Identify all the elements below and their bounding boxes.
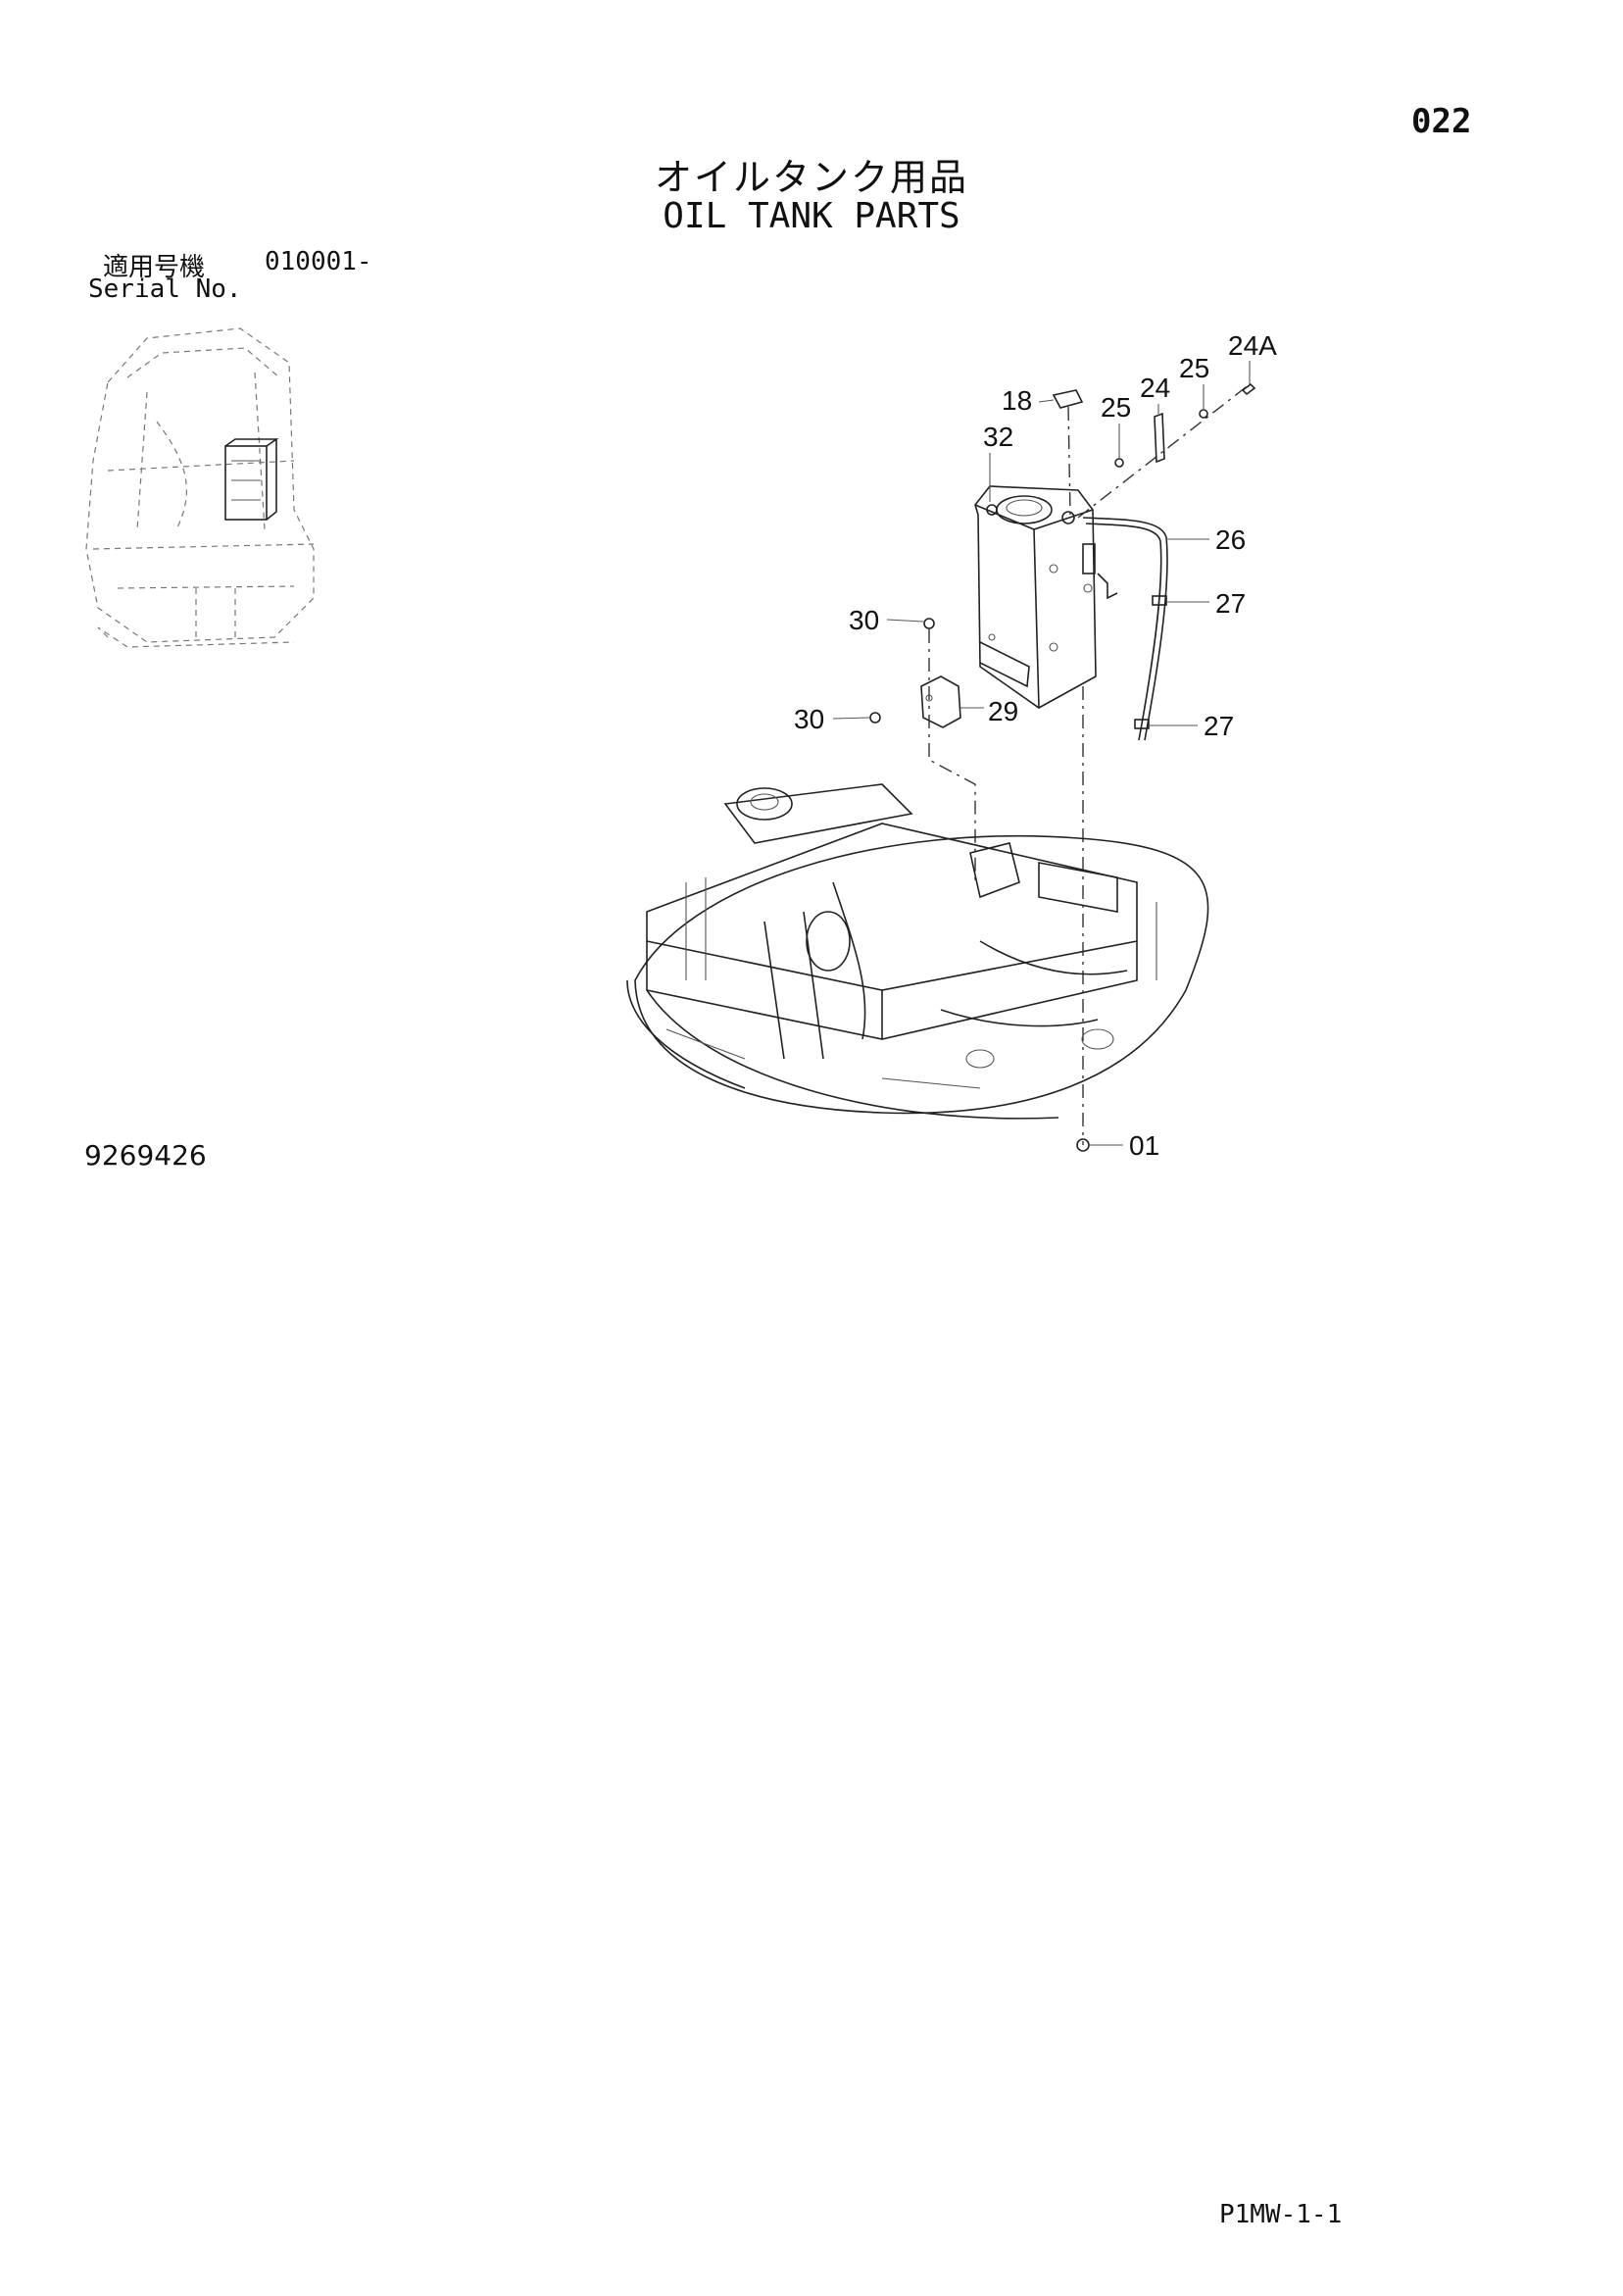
bracket [869, 618, 1084, 1145]
callout-25b: 25 [1179, 353, 1209, 383]
revolving-frame [626, 783, 1209, 1120]
callout-30b: 30 [794, 704, 824, 734]
page-number: 022 [1411, 102, 1472, 141]
serial-code: 010001- [265, 247, 372, 276]
page-title-en: OIL TANK PARTS [663, 196, 960, 236]
callout-18: 18 [1002, 385, 1032, 416]
oil-tank [974, 485, 1097, 709]
diagram-number: 9269426 [84, 1139, 207, 1172]
serial-label-jp: 適用号機 [103, 253, 206, 282]
callout-29: 29 [988, 696, 1018, 726]
callout-30a: 30 [849, 605, 879, 635]
bolt-30a [923, 618, 935, 629]
callout-32: 32 [983, 422, 1013, 452]
callout-27a: 27 [1215, 588, 1246, 619]
bolt-30b [869, 712, 881, 724]
callout-01: 01 [1129, 1130, 1159, 1161]
thumbnail-oil-tank [224, 445, 268, 521]
callout-24: 24 [1140, 373, 1170, 403]
callout-25a: 25 [1101, 392, 1131, 423]
cap-and-hardware [1052, 382, 1256, 519]
callout-27b: 27 [1204, 711, 1234, 741]
page-title-jp: オイルタンク用品 [654, 156, 968, 199]
callout-26: 26 [1215, 524, 1246, 555]
callout-24A: 24A [1228, 330, 1277, 361]
footer-code: P1MW-1-1 [1219, 2200, 1343, 2229]
callouts: 18 32 25 24 25 24A 26 27 30 29 30 27 01 [794, 330, 1277, 1161]
breather-hose [1082, 517, 1168, 741]
location-thumbnail [85, 327, 315, 648]
serial-label-en: Serial No. [88, 275, 242, 304]
